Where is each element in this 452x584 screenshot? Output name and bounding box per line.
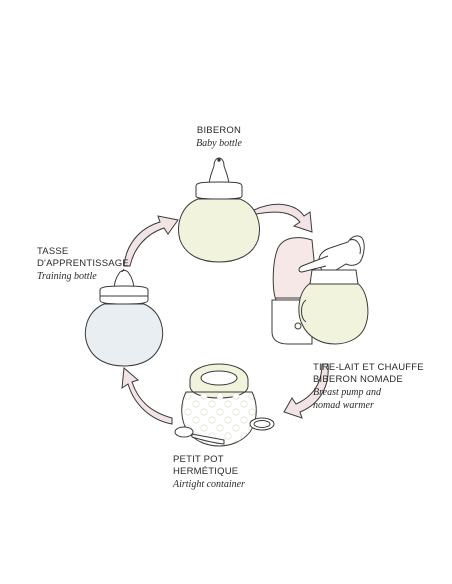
label-baby-bottle-subtitle: Baby bottle (196, 138, 242, 149)
label-breast-pump-subtitle-line2: nomad warmer (313, 400, 374, 411)
breast-pump-warmer-illustration (271, 235, 369, 345)
arrow-top-right (253, 203, 313, 233)
baby-bottle-illustration (178, 157, 260, 263)
label-breast-pump: TIRE-LAIT ET CHAUFFE BIBERON NOMADE Brea… (313, 362, 441, 412)
label-training-title-line1: TASSE (37, 246, 69, 257)
sealing-ring-illustration (249, 417, 275, 431)
spoon-illustration (174, 426, 225, 445)
label-breast-pump-title-line1: TIRE-LAIT ET CHAUFFE (313, 362, 424, 373)
arrow-bottom-left (121, 366, 173, 425)
label-container-title-line2: HERMÉTIQUE (173, 466, 239, 477)
label-airtight-container: PETIT POT HERMÉTIQUE Airtight container (173, 454, 293, 491)
airtight-container-illustration (174, 363, 275, 447)
label-training-bottle: TASSE D'APPRENTISSAGE Training bottle (37, 246, 137, 283)
label-baby-bottle: BIBERON Baby bottle (168, 125, 270, 150)
label-breast-pump-title-line2: BIBERON NOMADE (313, 374, 403, 385)
arrow-right-down (283, 363, 329, 419)
label-container-title-line1: PETIT POT (173, 454, 224, 465)
label-training-title-line2: D'APPRENTISSAGE (37, 258, 129, 269)
label-baby-bottle-title: BIBERON (196, 125, 242, 136)
training-bottle-illustration (84, 268, 164, 367)
arrow-left-up (123, 215, 179, 267)
label-training-subtitle: Training bottle (37, 271, 97, 282)
label-breast-pump-subtitle-line1: Breast pump and (313, 387, 381, 398)
label-container-subtitle: Airtight container (173, 479, 245, 490)
